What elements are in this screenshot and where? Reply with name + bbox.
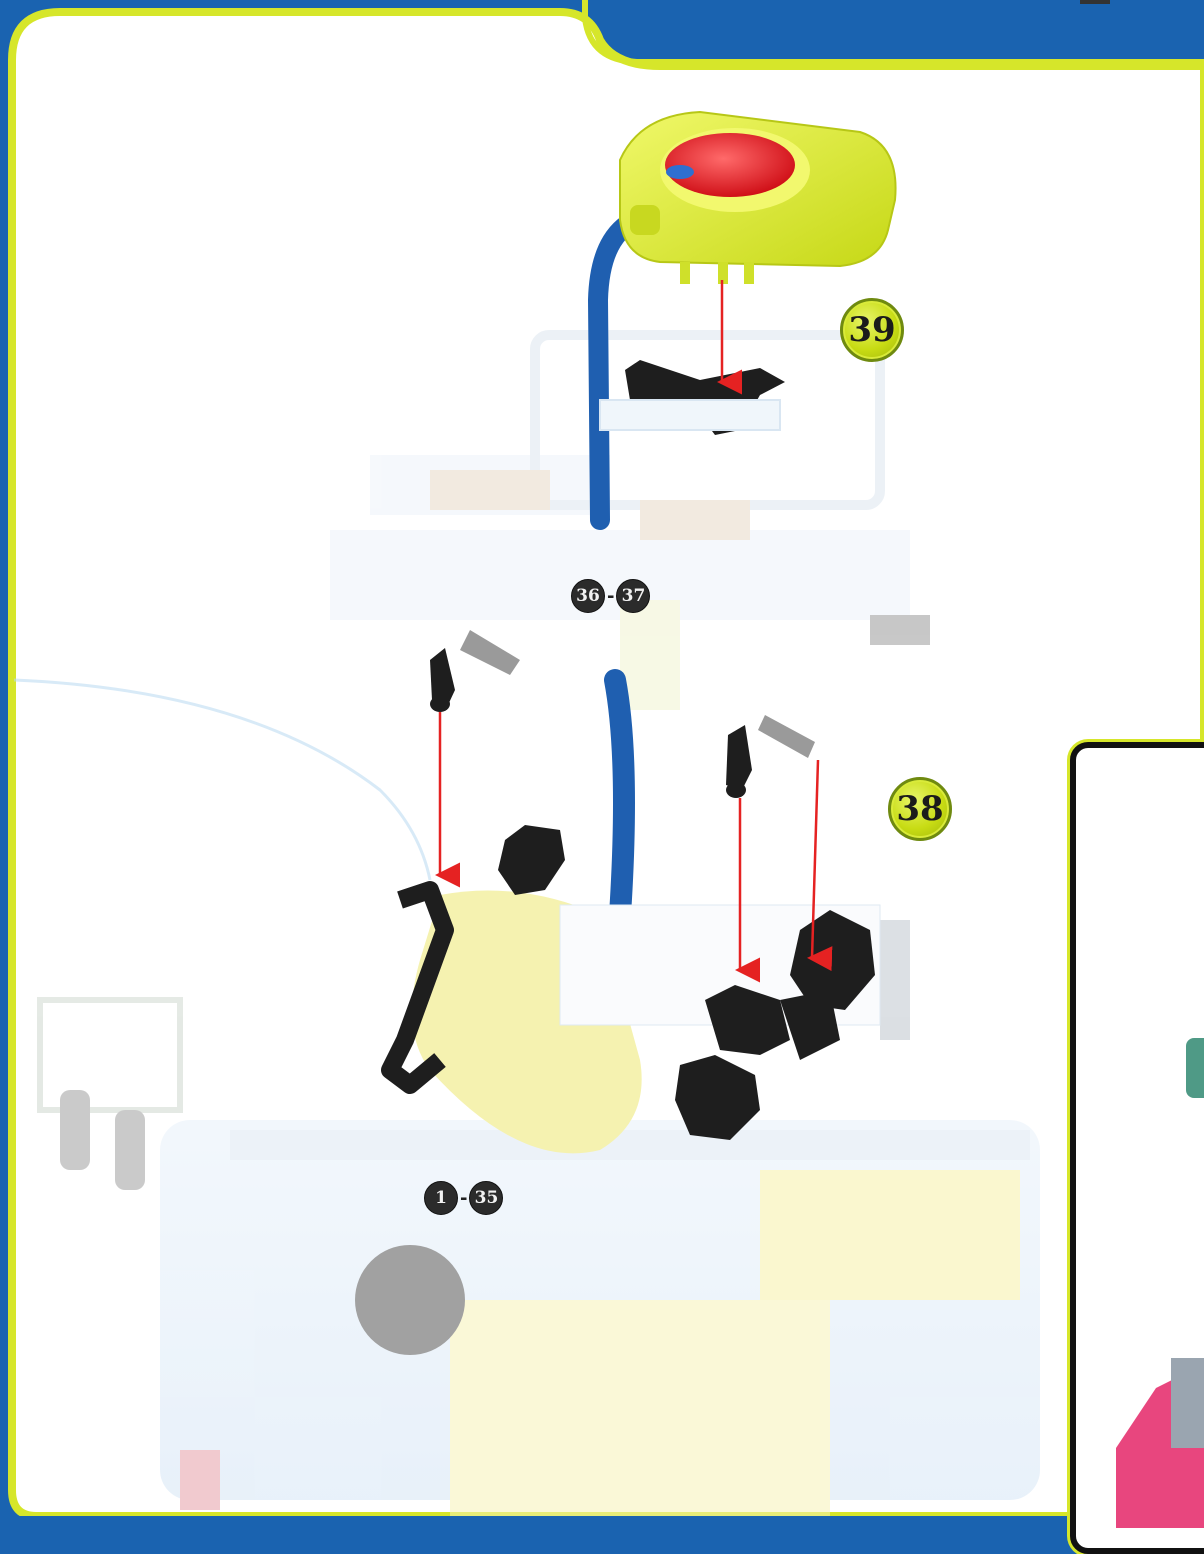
reference-step-start: 36 — [571, 579, 605, 613]
step-number-39: 39 — [840, 298, 904, 362]
inset-illustration — [1076, 748, 1204, 1528]
reference-step-end: 35 — [469, 1181, 503, 1215]
reference-separator: - — [607, 586, 614, 607]
reference-step-start: 1 — [424, 1181, 458, 1215]
step-number-38: 38 — [888, 777, 952, 841]
inset-panel — [1070, 742, 1204, 1554]
assembly-illustration — [0, 0, 1204, 1516]
reference-separator: - — [460, 1188, 467, 1209]
reference-steps-1-35: 1 - 35 — [424, 1181, 503, 1215]
reference-step-end: 37 — [616, 579, 650, 613]
reference-steps-36-37: 36 - 37 — [571, 579, 650, 613]
button-housing-icon — [620, 112, 896, 284]
instruction-page: 39 38 36 - 37 1 - 35 — [0, 0, 1204, 1516]
